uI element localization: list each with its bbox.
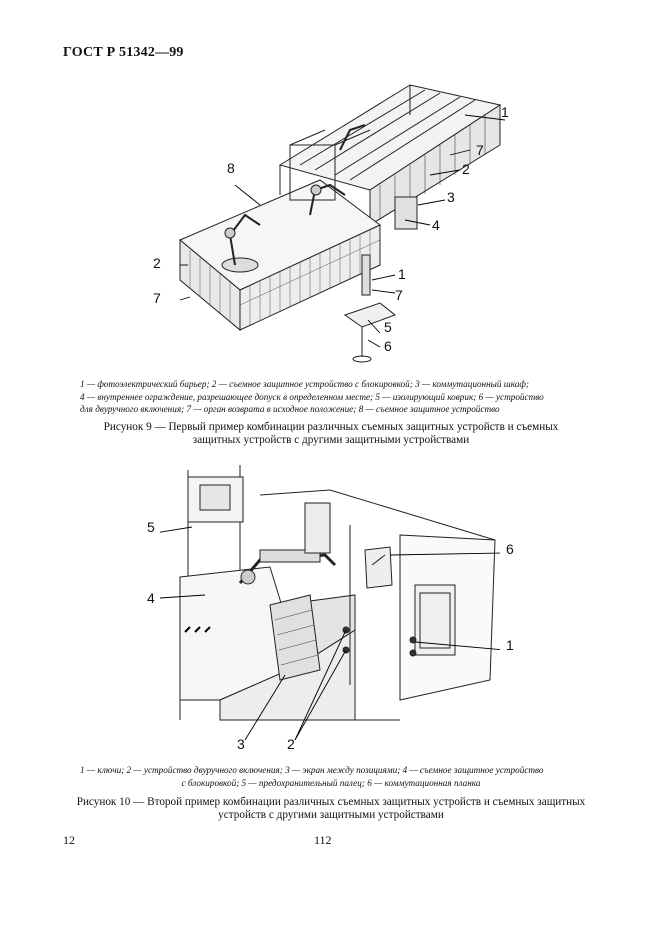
fig10-callout-1: 1 — [506, 637, 514, 653]
fig9-callout-7c: 7 — [395, 287, 403, 303]
figure-9-legend-line: для двуручного включения; 7 — орган возв… — [80, 404, 500, 414]
page-number-center: 112 — [314, 833, 332, 847]
figure-10-legend-line: 1 — ключи; 2 — устройство двуручного вкл… — [80, 765, 544, 775]
figure-10-title-line: устройств с другими защитными устройства… — [218, 809, 444, 821]
fig9-callout-3: 3 — [447, 189, 455, 205]
fig10-callout-2: 2 — [287, 736, 295, 752]
fig9-callout-8: 8 — [227, 160, 235, 176]
figure-10-drawing — [160, 465, 500, 741]
figure-10-title-line: Рисунок 10 — Второй пример комбинации ра… — [76, 796, 586, 808]
fig9-callout-1b: 1 — [398, 266, 406, 282]
figure-9-title: Рисунок 9 — Первый пример комбинации раз… — [80, 421, 582, 447]
fig9-callout-4: 4 — [432, 217, 440, 233]
fig9-callout-6: 6 — [384, 338, 392, 354]
fig10-callout-5: 5 — [147, 519, 155, 535]
fig9-callout-7: 7 — [476, 142, 484, 158]
fig9-callout-1: 1 — [501, 104, 509, 120]
fig9-callout-2b: 2 — [153, 255, 161, 271]
figure-10-legend: 1 — ключи; 2 — устройство двуручного вкл… — [80, 764, 582, 789]
figure-9-title-line: Рисунок 9 — Первый пример комбинации раз… — [103, 421, 559, 433]
figure-9-legend-line: 4 — внутреннее ограждение, разрешающее д… — [80, 391, 544, 402]
figure-10-title: Рисунок 10 — Второй пример комбинации ра… — [70, 796, 592, 822]
fig9-callout-7b: 7 — [153, 290, 161, 306]
page-number-left: 12 — [63, 833, 75, 847]
figure-9-drawing — [179, 84, 506, 363]
figure-10-legend-line: с блокировкой; 5 — предохранительный пал… — [181, 777, 481, 788]
fig10-callout-4: 4 — [147, 590, 155, 606]
fig10-callout-6: 6 — [506, 541, 514, 557]
fig9-callout-2: 2 — [462, 161, 470, 177]
figure-9-title-line: защитных устройств с другими защитными у… — [192, 434, 470, 446]
fig9-callout-5: 5 — [384, 319, 392, 335]
figure-9-legend-line: 1 — фотоэлектрический барьер; 2 — съемно… — [80, 379, 529, 389]
document-header: ГОСТ Р 51342—99 — [63, 45, 184, 60]
fig10-callout-3: 3 — [237, 736, 245, 752]
figure-9-legend: 1 — фотоэлектрический барьер; 2 — съемно… — [80, 378, 582, 416]
